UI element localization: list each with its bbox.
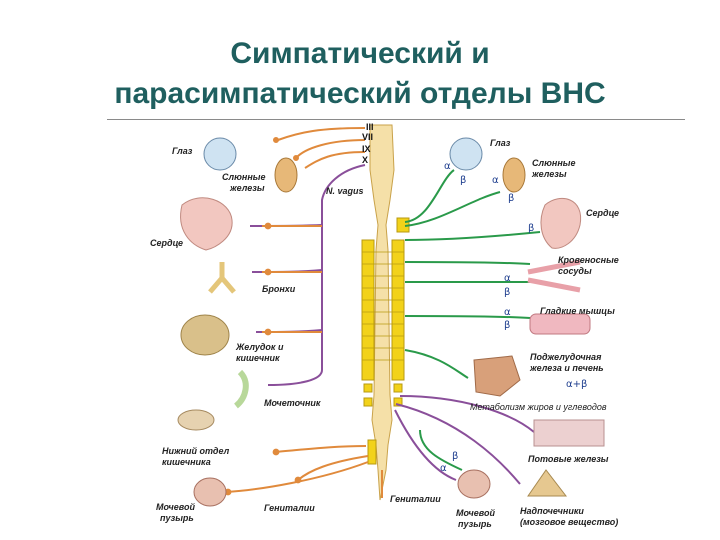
right-eye — [449, 137, 483, 171]
receptor-alpha: α — [492, 175, 499, 186]
label-right-genitals: Гениталии — [390, 494, 441, 504]
parasympathetic-cranial-nerves — [273, 127, 366, 169]
cranial-nerve-label: X — [362, 155, 369, 165]
left-eye — [203, 137, 237, 171]
label-left-bladder-1: Мочевой — [156, 502, 196, 512]
left-bladder — [193, 477, 227, 507]
right-adrenal-gland — [527, 469, 568, 497]
label-right-vessels-2: сосуды — [558, 266, 592, 276]
receptor-alpha: α — [444, 161, 451, 172]
label-right-salivary-1: Слюнные — [532, 158, 576, 168]
label-right-metabolism: Метаболизм жиров и углеводов — [470, 402, 607, 412]
label-left-bladder-2: пузырь — [160, 513, 194, 523]
parasympathetic-branches — [224, 222, 383, 498]
label-left-stomach-2: кишечник — [236, 353, 280, 363]
cranial-nerve-label: III — [366, 122, 374, 132]
label-right-bladder-1: Мочевой — [456, 508, 496, 518]
receptor-beta: β — [504, 320, 511, 331]
label-right-adrenal-1: Надпочечники — [520, 506, 584, 516]
label-left-eye: Глаз — [172, 146, 193, 156]
left-bronchi — [208, 262, 236, 294]
label-left-ureter: Мочеточник — [264, 398, 321, 408]
label-right-sweat: Потовые железы — [528, 454, 609, 464]
title-divider — [107, 119, 685, 120]
slide-title: Симпатический и парасимпатический отделы… — [0, 34, 720, 114]
receptor-alpha: α — [504, 307, 511, 318]
label-right-salivary-2: железы — [532, 169, 567, 179]
label-left-stomach-1: Желудок и — [236, 342, 284, 352]
left-stomach — [180, 314, 230, 356]
label-right-eye: Глаз — [490, 138, 511, 148]
label-left-heart: Сердце — [150, 238, 184, 248]
label-right-vessels-1: Кровеносные — [558, 255, 619, 265]
right-pancreas-liver — [473, 355, 521, 397]
label-left-bronchi: Бронхи — [262, 284, 296, 294]
receptor-beta: β — [452, 451, 459, 462]
title-line-1: Симпатический и — [230, 37, 490, 70]
receptor-beta: β — [508, 193, 515, 204]
cranial-nerve-label: VII — [362, 132, 374, 142]
label-right-heart: Сердце — [586, 208, 620, 218]
right-smooth-muscle — [529, 313, 591, 335]
label-left-lower-gut-2: кишечника — [162, 457, 211, 467]
receptor-beta: β — [528, 223, 535, 234]
label-right-adrenal-2: (мозговое вещество) — [520, 517, 619, 527]
receptor-beta: β — [460, 175, 467, 186]
label-left-genitals: Гениталии — [264, 503, 315, 513]
right-blood-vessels — [527, 259, 581, 293]
left-lower-gut — [177, 409, 215, 431]
label-left-salivary-2: железы — [230, 183, 265, 193]
receptor-alpha-beta: α+β — [566, 379, 588, 390]
label-left-salivary-1: Слюнные — [222, 172, 266, 182]
label-right-pancreas-2: железа и печень — [530, 363, 604, 373]
sympathetic-fibers — [404, 169, 541, 471]
label-right-bladder-2: пузырь — [458, 519, 492, 529]
left-salivary-gland — [274, 157, 298, 193]
right-salivary-gland — [502, 157, 526, 193]
sympathetic-lower-fibers — [394, 395, 535, 485]
left-ureter — [233, 369, 249, 409]
label-left-lower-gut-1: Нижний отдел — [162, 446, 230, 456]
title-line-2: парасимпатический отделы ВНС — [114, 77, 606, 110]
right-heart — [540, 197, 582, 249]
cranial-nerve-label: IX — [362, 144, 371, 154]
right-bladder — [457, 469, 491, 499]
label-right-smooth-muscle: Гладкие мышцы — [540, 306, 615, 316]
receptor-alpha: α — [504, 273, 511, 284]
label-right-pancreas-1: Поджелудочная — [530, 352, 602, 362]
left-heart — [180, 197, 233, 251]
sympathetic-chain — [361, 217, 410, 465]
organ-illustrations — [177, 137, 605, 507]
label-vagus: N. vagus — [326, 186, 364, 196]
right-sweat-glands — [533, 419, 605, 447]
receptor-beta: β — [504, 287, 511, 298]
receptor-alpha: α — [440, 463, 447, 474]
